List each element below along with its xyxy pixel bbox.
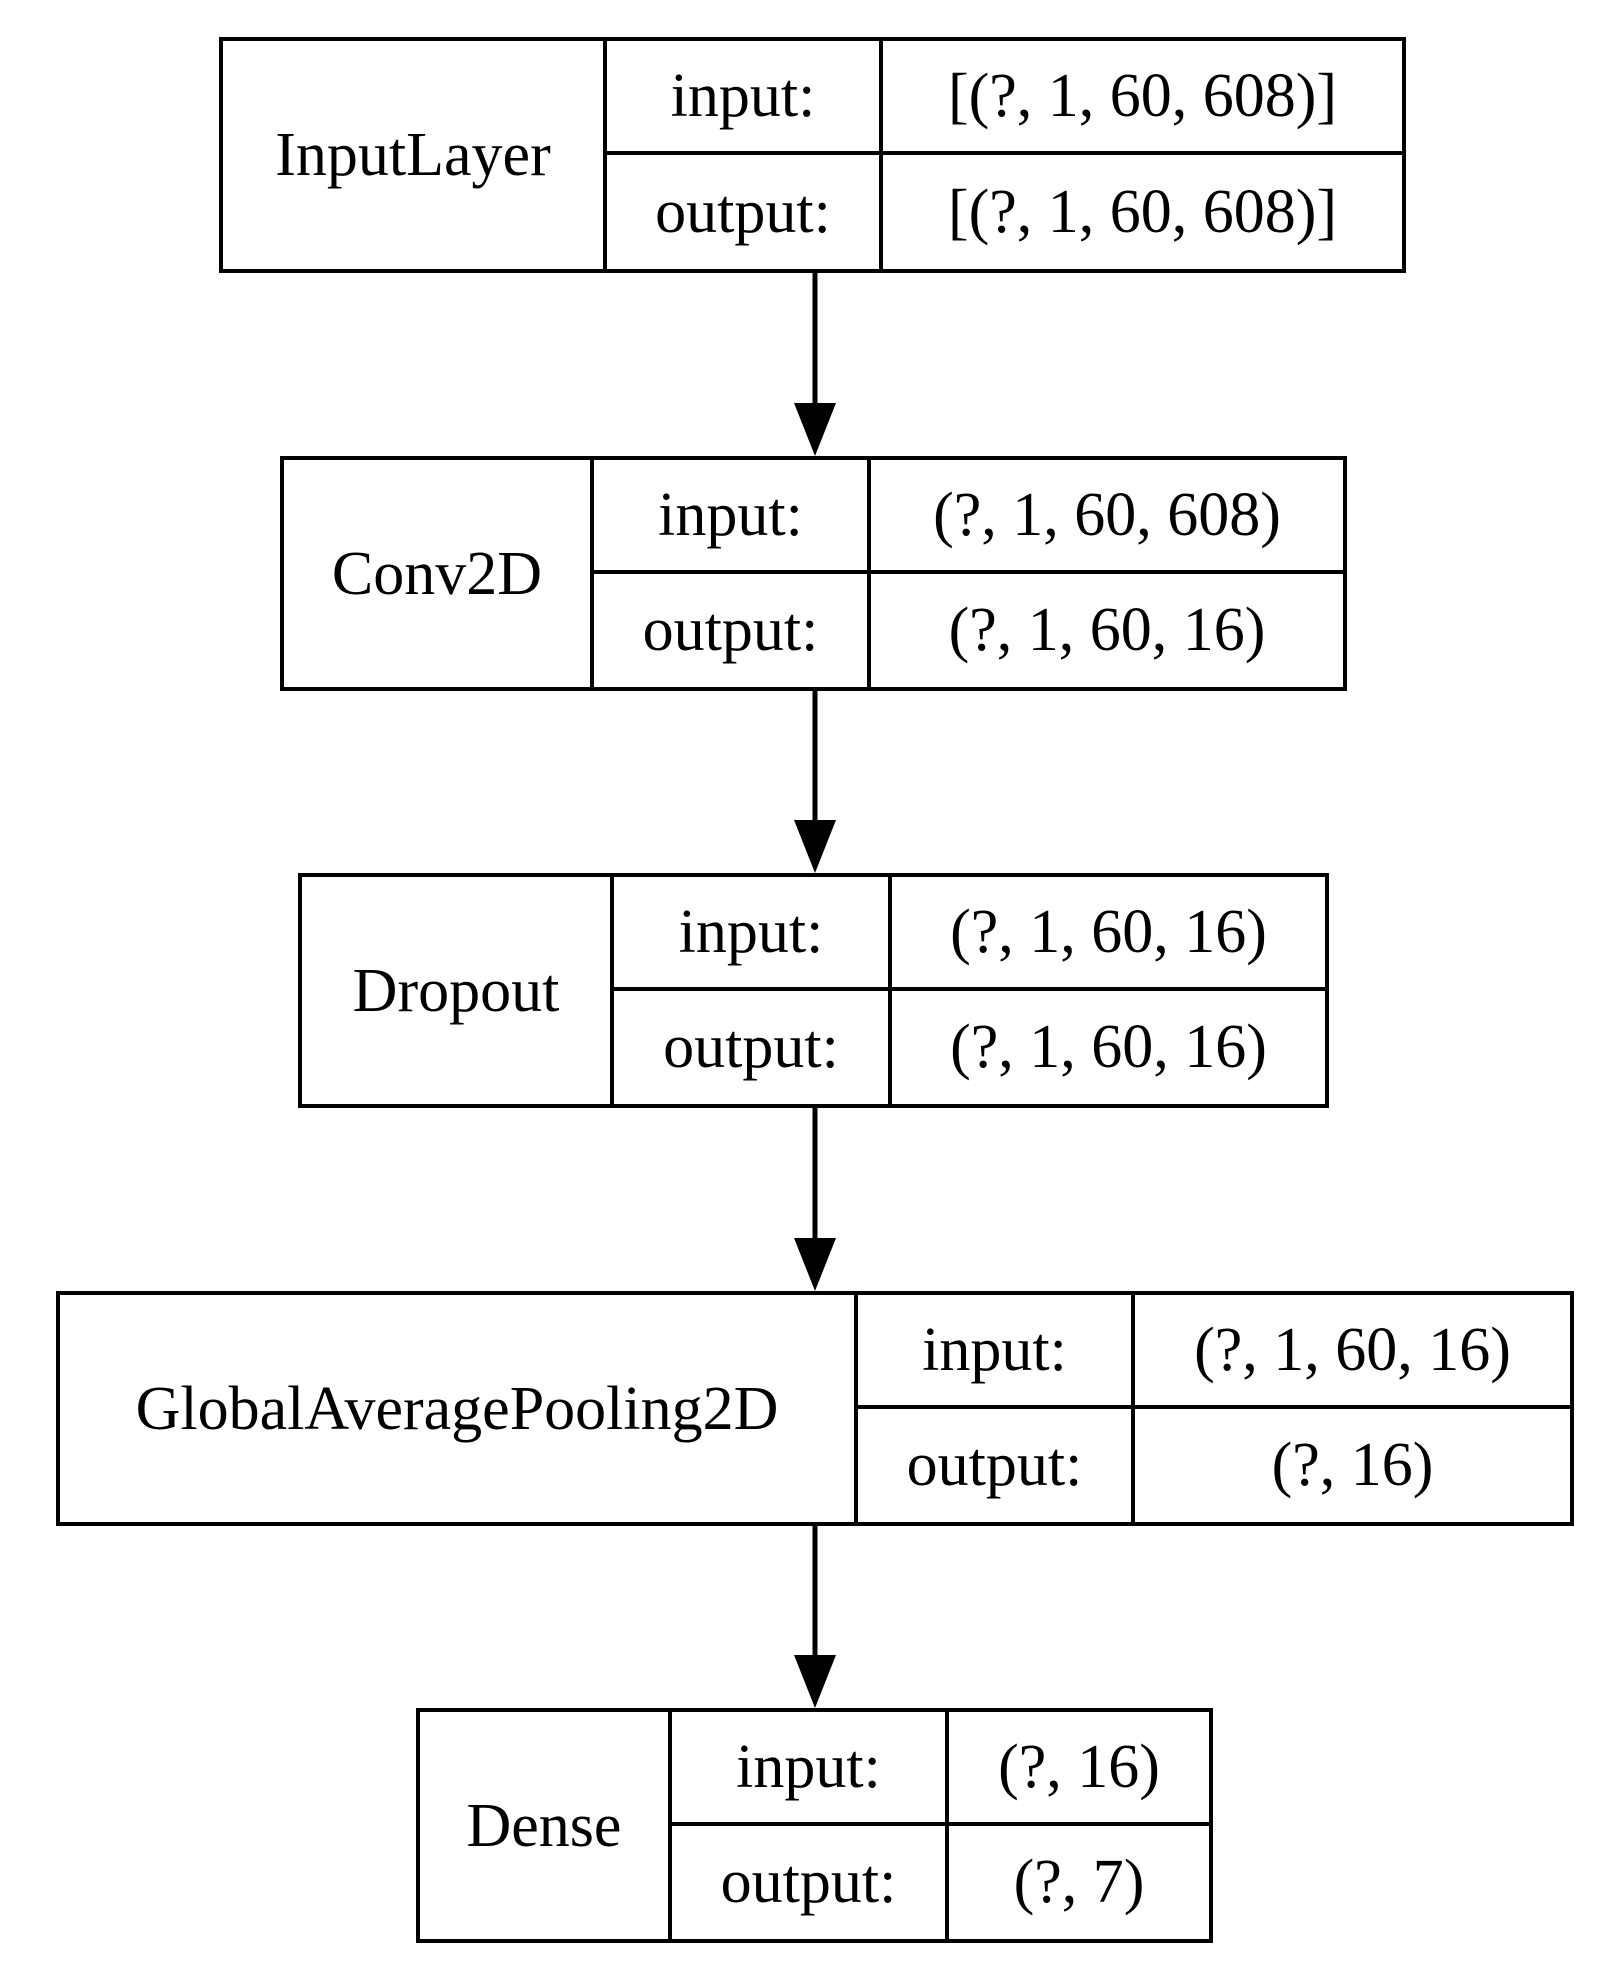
output-shape: (?, 7) — [1013, 1848, 1145, 1917]
flow-arrow — [789, 273, 841, 456]
layer-name: Dense — [420, 1712, 672, 1939]
layer-name: Conv2D — [284, 460, 594, 687]
output-shape: (?, 16) — [1271, 1431, 1434, 1500]
input-shape: (?, 1, 60, 16) — [892, 877, 1325, 991]
layer-name: Dropout — [302, 877, 614, 1104]
layer-name: InputLayer — [223, 41, 607, 269]
output-shape: (?, 1, 60, 16) — [950, 1013, 1267, 1082]
input-shape: (?, 16) — [949, 1712, 1209, 1826]
layer-name: GlobalAveragePooling2D — [60, 1295, 858, 1522]
output-shape: [(?, 1, 60, 608)] — [947, 178, 1338, 246]
output-label: output: — [672, 1825, 949, 1939]
input-shape: [(?, 1, 60, 608)] — [883, 41, 1402, 155]
layer-node-conv2d: Conv2D input: (?, 1, 60, 608) output: (?… — [280, 456, 1347, 691]
flow-arrow — [789, 1108, 841, 1291]
output-label: output: — [858, 1408, 1135, 1522]
layer-node-dropout: Dropout input: (?, 1, 60, 16) output: (?… — [298, 873, 1329, 1108]
input-label: input: — [594, 460, 871, 574]
input-shape: (?, 1, 60, 608) — [871, 460, 1343, 574]
input-label: input: — [614, 877, 892, 991]
layer-node-globalaveragepooling2d: GlobalAveragePooling2D input: (?, 1, 60,… — [56, 1291, 1574, 1526]
input-label: input: — [858, 1295, 1135, 1409]
layer-node-dense: Dense input: (?, 16) output: (?, 7) — [416, 1708, 1213, 1943]
input-shape: (?, 1, 60, 16) — [1135, 1295, 1570, 1409]
flow-arrow — [789, 691, 841, 873]
input-label: input: — [607, 41, 883, 155]
output-label: output: — [607, 155, 883, 269]
output-label: output: — [594, 573, 871, 687]
output-shape: (?, 1, 60, 16) — [948, 596, 1266, 665]
layer-node-inputlayer: InputLayer input: [(?, 1, 60, 608)] outp… — [219, 37, 1406, 273]
flow-arrow — [789, 1526, 841, 1708]
output-label: output: — [614, 990, 892, 1104]
input-label: input: — [672, 1712, 949, 1826]
